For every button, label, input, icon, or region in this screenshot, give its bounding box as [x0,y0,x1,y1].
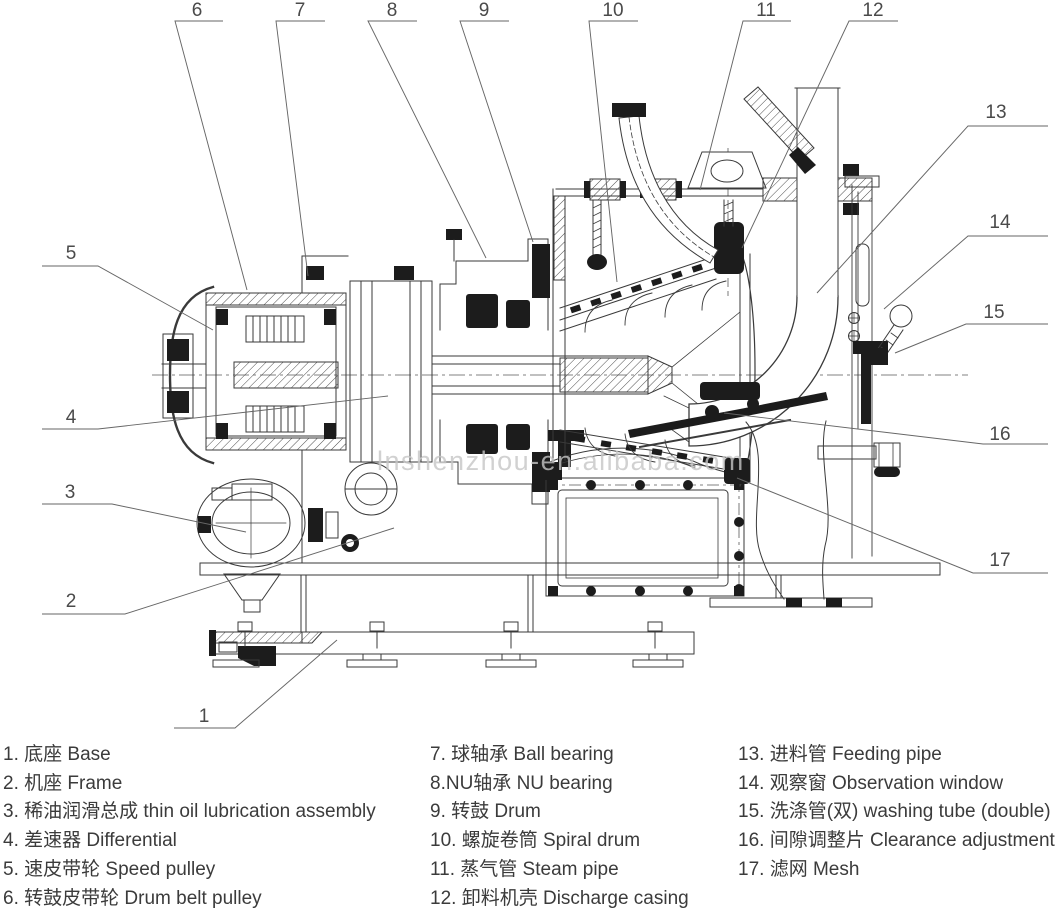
callout-14: 14 [989,212,1011,233]
legend-item-clearance-adjustment: 16. 间隙调整片 Clearance adjustment [738,830,1055,852]
callout-4: 4 [66,407,77,428]
washing-tube-handle [889,304,913,328]
base-assembly [199,562,941,668]
legend-item-steam-pipe: 11. 蒸气管 Steam pipe [430,858,619,880]
legend-item-observation-window: 14. 观察窗 Observation window [738,772,1004,794]
callout-6: 6 [192,0,203,21]
callout-3: 3 [65,482,76,503]
callout-10: 10 [602,0,623,21]
legend-item-speed-pulley: 5. 速皮带轮 Speed pulley [3,858,216,880]
discharge-casing [545,477,745,597]
differential-gearbox [161,285,347,465]
spiral-vanes-upper [569,263,703,314]
legend-item-frame: 2. 机座 Frame [3,772,123,794]
drum-and-casing [544,188,756,487]
drum-belt-pulley [301,255,433,564]
legend-item-oil-lubrication: 3. 稀油润滑总成 thin oil lubrication assembly [3,801,376,823]
watermark-text: lnshenzhou-en.alibaba.com [377,446,745,476]
callout-8: 8 [387,0,398,21]
callout-5: 5 [66,243,77,264]
callout-1: 1 [199,706,210,727]
legend-item-mesh: 17. 滤网 Mesh [738,858,860,880]
legend-item-washing-tube: 15. 洗涤管(双) washing tube (double) [738,801,1051,823]
rear-support [745,420,829,600]
legend-column-3: 13. 进料管 Feeding pipe 14. 观察窗 Observation… [738,741,1055,885]
right-casing-wall [817,175,913,559]
legend-item-drum-belt-pulley: 6. 转鼓皮带轮 Drum belt pulley [3,887,262,909]
machine-drawing [161,86,941,668]
callout-leader-lines [42,20,1048,729]
washing-tube [540,382,828,480]
legend-item-drum: 9. 转鼓 Drum [430,801,541,823]
callout-7: 7 [295,0,306,21]
legend-column-1: 1. 底座 Base 2. 机座 Frame 3. 稀油润滑总成 thin oi… [3,741,376,913]
legend-item-discharge-casing: 12. 卸料机壳 Discharge casing [430,887,689,909]
callout-17: 17 [989,550,1010,571]
oil-lubrication-assembly [196,462,398,613]
callout-numbers: 1 2 3 4 5 6 7 8 9 10 11 12 13 14 15 16 1… [65,0,1011,727]
legend-item-feeding-pipe: 13. 进料管 Feeding pipe [738,744,942,765]
legend-item-differential: 4. 差速器 Differential [3,830,177,852]
callout-15: 15 [983,302,1004,323]
callout-12: 12 [862,0,883,21]
callout-13: 13 [985,102,1006,123]
top-port [687,151,767,189]
legend-item-nu-bearing: 8.NU轴承 NU bearing [430,772,613,794]
legend-item-ball-bearing: 7. 球轴承 Ball bearing [430,744,614,765]
callout-2: 2 [66,591,77,612]
legend-item-spiral-drum: 10. 螺旋卷筒 Spiral drum [430,830,641,852]
legend-item-base: 1. 底座 Base [3,744,111,765]
callout-16: 16 [989,424,1010,445]
spiral-vanes-lower [574,435,714,464]
feeding-pipe [663,86,873,447]
steam-pipe [555,103,764,270]
callout-11: 11 [756,0,776,21]
legend-column-2: 7. 球轴承 Ball bearing 8.NU轴承 NU bearing 9.… [430,741,689,913]
callout-9: 9 [479,0,490,21]
observation-window [855,243,870,307]
